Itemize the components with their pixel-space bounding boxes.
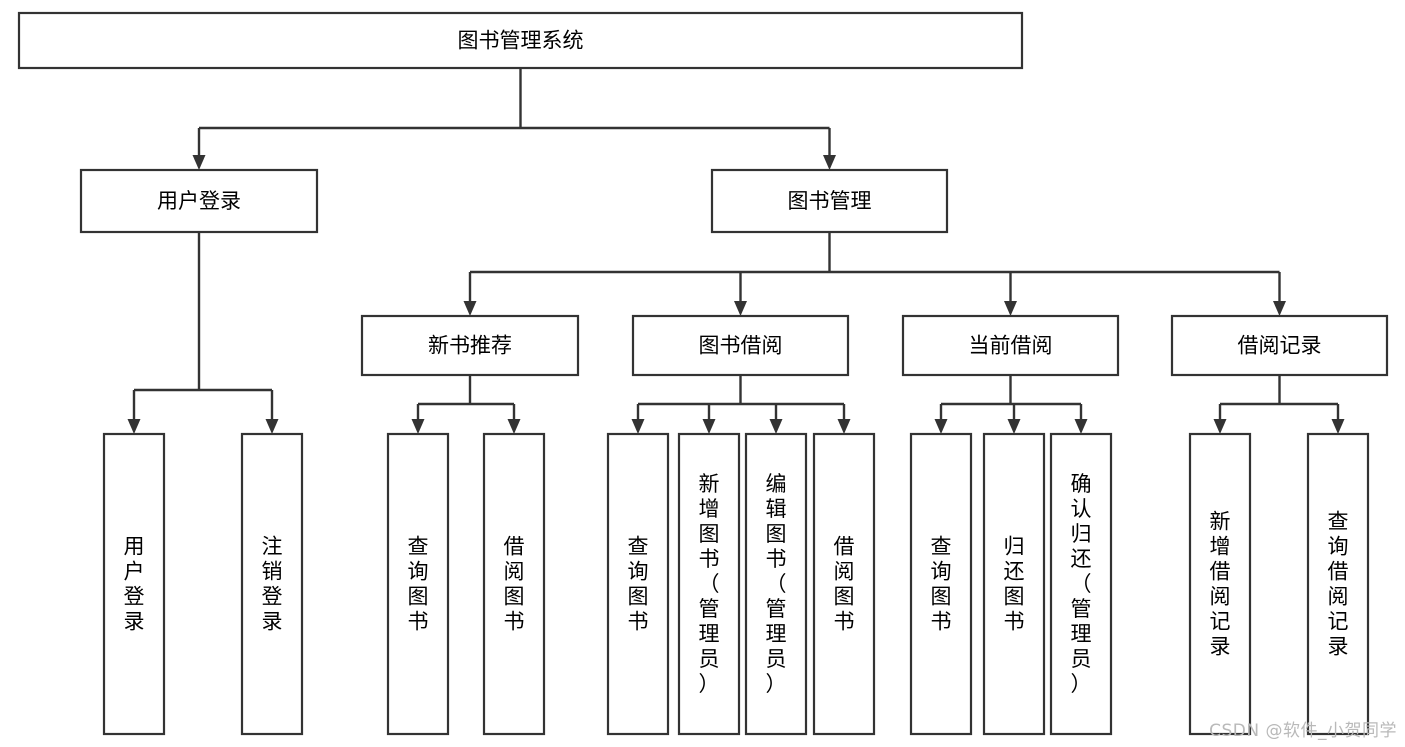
node-leaf-leaf-query-book-3[interactable]: 查询图书 bbox=[909, 432, 973, 736]
node-leaf-leaf-query-book-3-label: 查询图书 bbox=[931, 535, 952, 634]
node-level3-new-book-recommend[interactable]: 新书推荐 bbox=[360, 314, 580, 377]
arrow-head-icon bbox=[1074, 419, 1088, 434]
node-level2-user-login[interactable]: 用户登录 bbox=[79, 168, 319, 234]
node-leaf-leaf-confirm-return-rect[interactable] bbox=[1049, 432, 1113, 736]
node-level2-user-login-label: 用户登录 bbox=[157, 189, 241, 213]
node-boxes-group: 图书管理系统用户登录图书管理新书推荐图书借阅当前借阅借阅记录用户登录注销登录查询… bbox=[17, 11, 1389, 736]
arrow-head-icon bbox=[265, 419, 279, 434]
arrow-head-icon bbox=[411, 419, 425, 434]
node-root[interactable]: 图书管理系统 bbox=[17, 11, 1024, 70]
node-leaf-leaf-user-logout[interactable]: 注销登录 bbox=[240, 432, 304, 736]
node-leaf-leaf-return-book-rect[interactable] bbox=[982, 432, 1046, 736]
node-leaf-leaf-borrow-book-1-label: 借阅图书 bbox=[504, 535, 525, 634]
arrow-head-icon bbox=[1007, 419, 1021, 434]
node-leaf-leaf-borrow-book-1[interactable]: 借阅图书 bbox=[482, 432, 546, 736]
arrow-head-icon bbox=[1004, 301, 1017, 316]
node-level3-book-borrow-rect[interactable] bbox=[631, 314, 850, 377]
node-leaf-leaf-query-record[interactable]: 查询借阅记录 bbox=[1306, 432, 1370, 736]
node-level2-book-manage[interactable]: 图书管理 bbox=[710, 168, 949, 234]
node-leaf-leaf-query-record-rect[interactable] bbox=[1306, 432, 1370, 736]
node-root-rect[interactable] bbox=[17, 11, 1024, 70]
node-root-label: 图书管理系统 bbox=[458, 29, 584, 53]
node-level3-book-borrow[interactable]: 图书借阅 bbox=[631, 314, 850, 377]
node-level3-new-book-recommend-rect[interactable] bbox=[360, 314, 580, 377]
node-leaf-leaf-borrow-book-1-rect[interactable] bbox=[482, 432, 546, 736]
node-level2-user-login-rect[interactable] bbox=[79, 168, 319, 234]
node-level3-current-borrow-rect[interactable] bbox=[901, 314, 1120, 377]
node-level3-borrow-records-rect[interactable] bbox=[1170, 314, 1389, 377]
arrow-head-icon bbox=[769, 419, 783, 434]
node-leaf-leaf-query-book-2[interactable]: 查询图书 bbox=[606, 432, 670, 736]
arrow-head-icon bbox=[837, 419, 851, 434]
node-leaf-leaf-user-login-rect[interactable] bbox=[102, 432, 166, 736]
arrow-head-icon bbox=[192, 155, 206, 170]
node-level2-book-manage-rect[interactable] bbox=[710, 168, 949, 234]
node-leaf-leaf-add-book[interactable]: 新增图书（管理员） bbox=[677, 432, 741, 736]
node-leaf-leaf-borrow-book-2[interactable]: 借阅图书 bbox=[812, 432, 876, 736]
arrow-head-icon bbox=[823, 155, 836, 170]
node-leaf-leaf-user-login-label: 用户登录 bbox=[124, 535, 145, 634]
node-leaf-leaf-query-book-1-rect[interactable] bbox=[386, 432, 450, 736]
arrow-head-icon bbox=[702, 419, 716, 434]
node-leaf-leaf-edit-book[interactable]: 编辑图书（管理员） bbox=[744, 432, 808, 736]
node-leaf-leaf-add-record[interactable]: 新增借阅记录 bbox=[1188, 432, 1252, 736]
node-level3-current-borrow-label: 当前借阅 bbox=[969, 334, 1053, 358]
node-leaf-leaf-query-book-3-rect[interactable] bbox=[909, 432, 973, 736]
node-leaf-leaf-user-login[interactable]: 用户登录 bbox=[102, 432, 166, 736]
node-leaf-leaf-return-book[interactable]: 归还图书 bbox=[982, 432, 1046, 736]
node-leaf-leaf-add-book-rect[interactable] bbox=[677, 432, 741, 736]
arrow-head-icon bbox=[934, 419, 948, 434]
connector-lines-group bbox=[127, 68, 1345, 434]
node-leaf-leaf-query-book-2-label: 查询图书 bbox=[628, 535, 649, 634]
node-leaf-leaf-borrow-book-2-label: 借阅图书 bbox=[834, 535, 855, 634]
node-leaf-leaf-confirm-return-label: 确认归还（管理员） bbox=[1071, 472, 1092, 696]
node-level3-current-borrow[interactable]: 当前借阅 bbox=[901, 314, 1120, 377]
node-leaf-leaf-edit-book-label: 编辑图书（管理员） bbox=[766, 472, 787, 696]
node-leaf-leaf-query-book-2-rect[interactable] bbox=[606, 432, 670, 736]
node-leaf-leaf-query-record-label: 查询借阅记录 bbox=[1328, 510, 1349, 659]
arrow-head-icon bbox=[734, 301, 747, 316]
node-leaf-leaf-query-book-1[interactable]: 查询图书 bbox=[386, 432, 450, 736]
arrow-head-icon bbox=[127, 419, 141, 434]
node-level3-borrow-records[interactable]: 借阅记录 bbox=[1170, 314, 1389, 377]
node-leaf-leaf-add-book-label: 新增图书（管理员） bbox=[699, 472, 720, 696]
node-leaf-leaf-return-book-label: 归还图书 bbox=[1004, 535, 1025, 634]
node-level3-book-borrow-label: 图书借阅 bbox=[699, 334, 783, 358]
node-leaf-leaf-borrow-book-2-rect[interactable] bbox=[812, 432, 876, 736]
node-leaf-leaf-user-logout-label: 注销登录 bbox=[262, 535, 283, 634]
node-level3-new-book-recommend-label: 新书推荐 bbox=[428, 334, 512, 358]
node-leaf-leaf-edit-book-rect[interactable] bbox=[744, 432, 808, 736]
arrow-head-icon bbox=[463, 301, 477, 316]
arrow-head-icon bbox=[631, 419, 645, 434]
node-leaf-leaf-add-record-label: 新增借阅记录 bbox=[1210, 510, 1231, 659]
arrow-head-icon bbox=[1213, 419, 1227, 434]
arrow-head-icon bbox=[507, 419, 521, 434]
node-leaf-leaf-add-record-rect[interactable] bbox=[1188, 432, 1252, 736]
node-level2-book-manage-label: 图书管理 bbox=[788, 189, 872, 213]
node-leaf-leaf-query-book-1-label: 查询图书 bbox=[408, 535, 429, 634]
node-leaf-leaf-confirm-return[interactable]: 确认归还（管理员） bbox=[1049, 432, 1113, 736]
arrow-head-icon bbox=[1273, 301, 1286, 316]
node-leaf-leaf-user-logout-rect[interactable] bbox=[240, 432, 304, 736]
node-level3-borrow-records-label: 借阅记录 bbox=[1238, 334, 1322, 358]
arrow-head-icon bbox=[1331, 419, 1345, 434]
